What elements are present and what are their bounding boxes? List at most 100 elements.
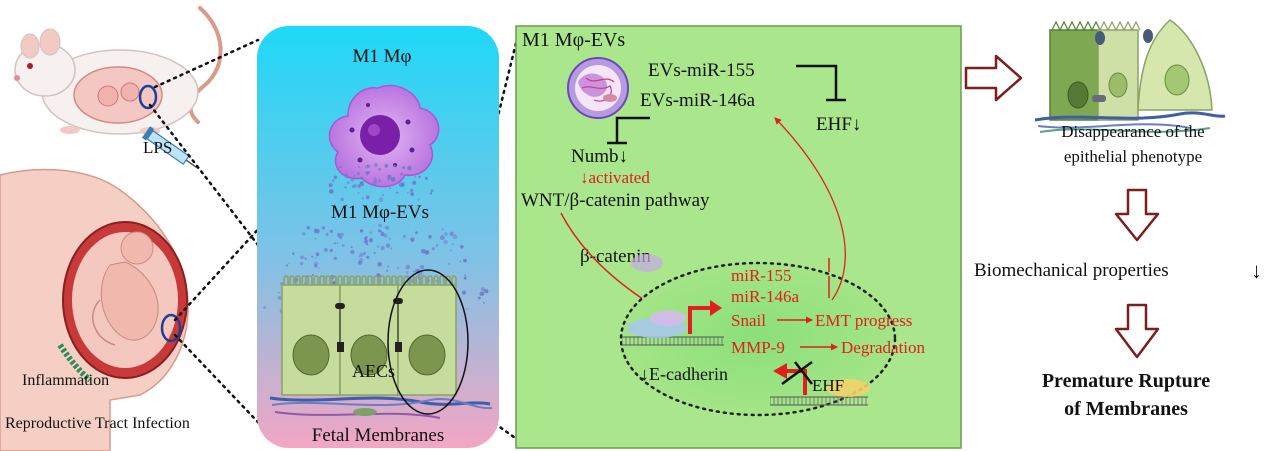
vesicle-dot	[429, 192, 433, 195]
vesicle-dot	[448, 262, 451, 265]
vesicle-dot	[478, 296, 481, 300]
vesicle-dot	[346, 181, 350, 185]
vesicle-dot	[407, 191, 409, 194]
vesicle-dot	[384, 163, 389, 168]
evs-mir155-label: EVs-miR-155	[648, 60, 755, 81]
vesicle-dot	[377, 262, 383, 267]
vesicle-dot	[377, 229, 381, 233]
vesicle-dot	[464, 274, 467, 276]
vesicle-dot	[263, 306, 266, 309]
vesicle-dot	[288, 262, 290, 265]
vesicle-dot	[359, 181, 363, 185]
syringe-icon	[141, 126, 199, 170]
vesicle-dot	[383, 233, 388, 238]
vesicle-dot	[435, 244, 439, 247]
vesicle-dot	[277, 296, 282, 300]
vesicle-dot	[339, 236, 343, 240]
dna-strand-upper	[622, 336, 724, 346]
vesicle-dot	[292, 252, 295, 255]
vesicle-dot	[345, 176, 348, 179]
cell-focus-ring	[387, 269, 469, 415]
vesicle-dot	[484, 289, 489, 294]
e-cadherin-label: ↓E-cadherin	[640, 364, 728, 384]
vesicle-dot	[410, 192, 414, 197]
vesicle-dot	[405, 271, 409, 274]
vesicle-dot	[314, 261, 318, 266]
vesicle-dot	[363, 239, 369, 244]
outline-down-arrow-2	[1114, 303, 1160, 359]
vesicle-dot	[350, 249, 355, 255]
vesicle-dot	[380, 231, 385, 237]
vesicle-dot	[398, 182, 404, 188]
vesicle-dot	[417, 198, 420, 201]
vesicle-dot	[365, 195, 370, 200]
vesicle-dot	[431, 247, 435, 251]
fetal-membranes-label: Fetal Membranes	[312, 425, 444, 446]
vesicle-dot	[356, 171, 360, 176]
vesicle-dot	[460, 245, 464, 249]
beta-catenin-protein-icon	[631, 254, 663, 272]
vesicle-dot	[366, 243, 369, 246]
vesicle-dot	[466, 308, 469, 311]
vesicle-dot	[315, 252, 320, 257]
vesicle-dot	[452, 234, 458, 239]
disrupted-epithelium-illustration	[1034, 19, 1226, 133]
emt-progress-label: EMT progress	[815, 311, 912, 330]
vesicle-dot	[387, 174, 392, 179]
vesicle-dot	[396, 191, 399, 194]
vesicle-dot	[373, 252, 376, 255]
inhibition-ehf-connector	[796, 64, 846, 102]
vesicle-dot	[378, 179, 382, 183]
vesicle-dot	[461, 290, 467, 295]
transcription-start-arrow	[688, 306, 712, 334]
vesicle-dot	[421, 249, 426, 254]
vesicle-dot	[341, 244, 345, 247]
vesicle-dot	[443, 239, 448, 245]
vesicle-dot	[339, 232, 344, 237]
m1-macrophage-title: M1 Mφ	[352, 46, 411, 67]
outline-down-arrow-1	[1114, 188, 1160, 242]
vesicle-dot	[334, 256, 338, 260]
vesicle-dot	[323, 247, 328, 253]
vesicle-dot	[481, 287, 485, 292]
vesicle-dot	[380, 246, 385, 251]
vesicle-dot	[400, 172, 404, 176]
vesicle-dot	[359, 252, 364, 257]
vesicle-dot	[452, 243, 454, 246]
vesicle-dot	[402, 166, 406, 169]
vesicle-dot	[374, 163, 378, 167]
mouse-focus-ring	[138, 84, 158, 110]
m1-evs-label: M1 Mφ-EVs	[331, 202, 429, 223]
degradation-label: Degradation	[841, 338, 926, 357]
disappearance-line1: Disappearance of the	[1061, 122, 1204, 141]
vesicle-dot	[412, 180, 417, 185]
vesicle-dot	[360, 176, 364, 180]
vesicle-dot	[317, 267, 320, 269]
vesicle-dot	[381, 193, 385, 197]
vesicle-dot	[418, 175, 421, 179]
vesicle-dot	[387, 265, 390, 268]
vesicle-dot	[337, 232, 340, 235]
numb-label: Numb↓	[571, 146, 628, 167]
vesicle-dot	[441, 228, 444, 231]
vesicle-dot	[302, 232, 306, 236]
beta-catenin-bound-icon	[650, 310, 686, 326]
ehf-transcription-arrow	[785, 369, 807, 395]
vesicle-dot	[385, 243, 391, 248]
vesicle-dot	[443, 232, 448, 236]
vesicle-dot	[386, 269, 388, 272]
vesicle-dot	[362, 180, 365, 183]
disappearance-line2: epithelial phenotype	[1064, 147, 1202, 166]
vesicle-dot	[373, 177, 377, 181]
vesicle-dot	[439, 235, 445, 241]
activated-label: ↓activated	[580, 168, 650, 187]
vesicle-dot	[306, 226, 310, 230]
vesicle-dot	[388, 237, 391, 240]
vesicle-dot	[397, 267, 399, 269]
snail-label: Snail	[731, 311, 766, 330]
vesicle-dot	[339, 165, 342, 169]
vesicle-dot	[363, 252, 366, 255]
vesicle-dot	[378, 197, 384, 203]
vesicle-dot	[344, 173, 348, 177]
vesicle-dot	[361, 197, 364, 200]
